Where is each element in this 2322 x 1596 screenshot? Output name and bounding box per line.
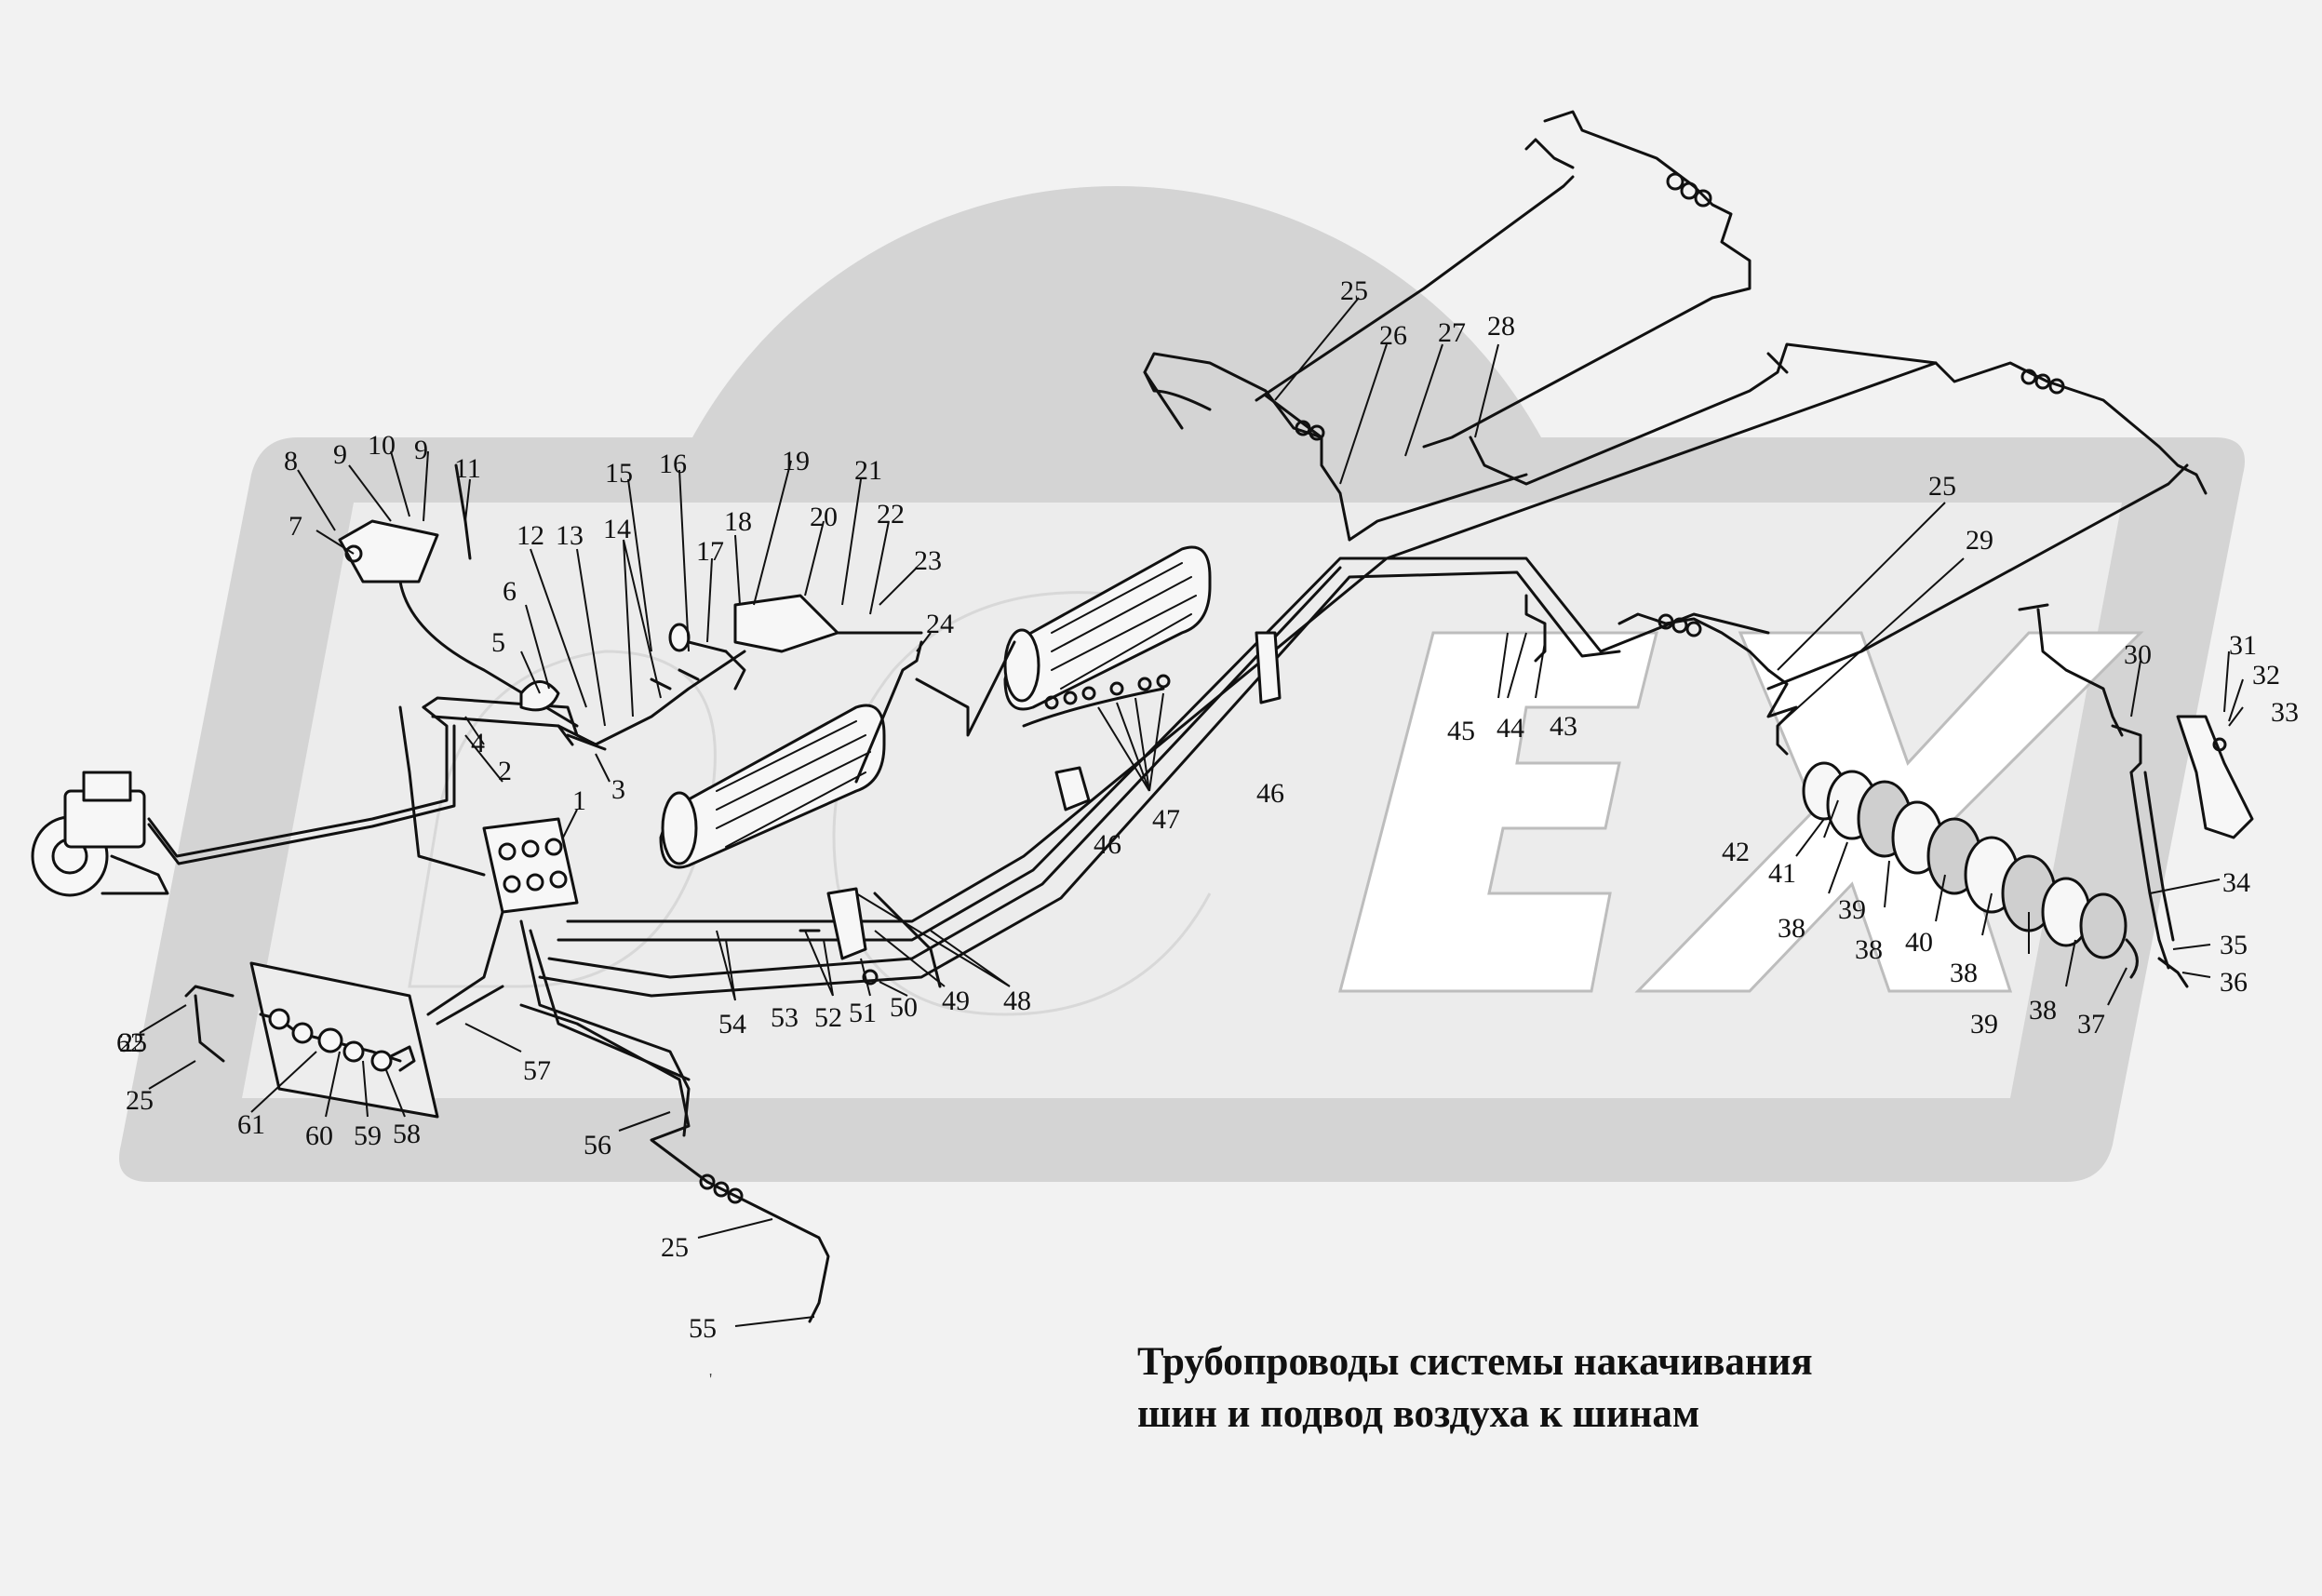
label-11: 11 (454, 453, 481, 484)
label-17: 17 (696, 536, 724, 567)
label-25-d: 25 (126, 1085, 154, 1116)
label-34: 34 (2222, 867, 2250, 898)
clip-46-b (1255, 631, 1282, 704)
air-tank-upper (1003, 545, 1212, 711)
label-57: 57 (523, 1055, 551, 1086)
diagram-caption: Трубопроводы системы накачивания шин и п… (1137, 1336, 1813, 1441)
label-46-b: 46 (1094, 829, 1121, 860)
tire-valve-assembly (2018, 603, 2254, 988)
label-8: 8 (284, 446, 298, 476)
label-47: 47 (1152, 804, 1180, 835)
label-46-a: 46 (1256, 778, 1284, 809)
hose-25-top (1255, 138, 1712, 402)
label-38-a: 38 (1778, 913, 1805, 944)
label-59: 59 (354, 1120, 382, 1151)
label-49: 49 (942, 986, 970, 1016)
hose-25-right (1766, 369, 2189, 691)
distributor-block (482, 817, 579, 914)
label-51: 51 (849, 998, 877, 1028)
label-23: 23 (914, 545, 942, 576)
label-32: 32 (2252, 660, 2280, 691)
label-58: 58 (393, 1119, 421, 1149)
label-55: 55 (689, 1313, 717, 1344)
label-2: 2 (498, 756, 512, 786)
label-54: 54 (718, 1009, 746, 1039)
label-4: 4 (471, 728, 485, 758)
label-38-c: 38 (1950, 958, 1978, 988)
label-9a: 9 (333, 439, 347, 470)
label-38-b: 38 (1855, 934, 1883, 965)
label-48: 48 (1003, 986, 1031, 1016)
label-56: 56 (584, 1130, 611, 1160)
label-24: 24 (926, 609, 954, 639)
label-9b: 9 (414, 435, 428, 465)
label-39-a: 39 (1838, 894, 1866, 925)
label-22: 22 (877, 499, 905, 530)
bracket-49 (799, 887, 942, 988)
label-61: 61 (237, 1109, 265, 1140)
label-3: 3 (611, 774, 625, 805)
fittings-panel (249, 961, 439, 1119)
part-labels: 1 2 3 4 5 6 7 8 9 10 9 11 12 13 14 15 16… (116, 275, 2299, 1344)
label-19: 19 (782, 446, 810, 476)
label-13: 13 (556, 520, 584, 551)
label-25-c: 25 (119, 1027, 147, 1058)
hose-25-mid (1658, 613, 1702, 637)
label-30: 30 (2124, 639, 2152, 670)
label-15: 15 (605, 458, 633, 489)
label-14: 14 (603, 514, 631, 544)
label-62: 62 (116, 1027, 144, 1058)
label-35: 35 (2220, 930, 2248, 960)
clip-46-a (1054, 766, 1091, 811)
label-60: 60 (305, 1120, 333, 1151)
compressor (31, 771, 169, 897)
hose-25-upper (1143, 370, 1325, 441)
label-40: 40 (1905, 927, 1933, 958)
label-53: 53 (771, 1002, 799, 1033)
label-20: 20 (810, 502, 838, 532)
label-10: 10 (368, 430, 396, 461)
label-27: 27 (1438, 317, 1466, 348)
pipe-system (31, 110, 2254, 1323)
label-33: 33 (2271, 697, 2299, 728)
label-1: 1 (572, 785, 586, 816)
label-42: 42 (1722, 837, 1750, 867)
label-50: 50 (890, 992, 918, 1023)
caption-line-1: Трубопроводы системы накачивания (1137, 1340, 1813, 1384)
label-21: 21 (854, 455, 882, 486)
air-tank-lower (659, 704, 886, 869)
label-43: 43 (1550, 711, 1577, 742)
valve-20 (724, 594, 923, 691)
bracket-8 (338, 519, 439, 583)
label-12: 12 (517, 520, 544, 551)
hub-seal-stack (1802, 761, 2139, 979)
leader-lines (139, 297, 2244, 1327)
label-18: 18 (724, 506, 752, 537)
label-37: 37 (2077, 1009, 2105, 1039)
hose-25-lower (668, 1152, 830, 1323)
label-29: 29 (1966, 525, 1993, 556)
label-7: 7 (289, 511, 302, 542)
label-36: 36 (2220, 967, 2248, 998)
stray-mark: ' (709, 1370, 712, 1388)
label-52: 52 (814, 1002, 842, 1033)
label-44: 44 (1497, 713, 1524, 744)
label-26: 26 (1379, 320, 1407, 351)
label-25-a: 25 (1340, 275, 1368, 306)
caption-line-2: шин и подвод воздуха к шинам (1137, 1392, 1700, 1436)
label-16: 16 (659, 449, 687, 479)
label-39-b: 39 (1970, 1009, 1998, 1039)
fittings-47 (1044, 674, 1171, 710)
label-5: 5 (491, 627, 505, 658)
label-31: 31 (2229, 630, 2257, 661)
label-25-e: 25 (661, 1232, 689, 1263)
label-25-b: 25 (1928, 471, 1956, 502)
label-38-d: 38 (2029, 995, 2057, 1026)
label-28: 28 (1487, 311, 1515, 342)
label-41: 41 (1768, 858, 1796, 889)
label-45: 45 (1447, 716, 1475, 746)
label-6: 6 (503, 576, 517, 607)
valve-cluster (519, 623, 746, 751)
